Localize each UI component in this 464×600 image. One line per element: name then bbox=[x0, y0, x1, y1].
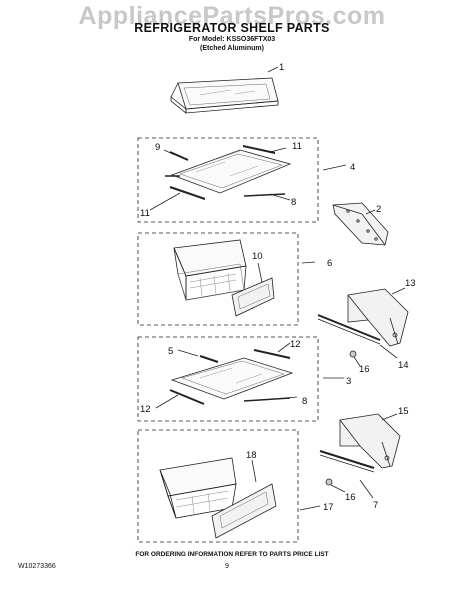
callout-15: 15 bbox=[398, 406, 409, 417]
callout-8b: 8 bbox=[302, 396, 307, 407]
callout-12b: 12 bbox=[140, 404, 151, 415]
ordering-note: FOR ORDERING INFORMATION REFER TO PARTS … bbox=[135, 551, 329, 558]
callout-7: 7 bbox=[373, 500, 378, 511]
leader-17 bbox=[299, 505, 321, 511]
watermark: AppliancePartsPros.com bbox=[78, 2, 386, 30]
model-line: For Model: KSSO36FTX03 bbox=[188, 36, 276, 43]
slide-part-15 bbox=[319, 413, 401, 473]
callout-18: 18 bbox=[246, 450, 257, 461]
callout-11a: 11 bbox=[292, 141, 302, 152]
screw-part-16b bbox=[325, 478, 346, 493]
callout-8a: 8 bbox=[291, 197, 296, 208]
page-number: 9 bbox=[225, 563, 229, 570]
leader-6 bbox=[301, 261, 316, 264]
slide-part-13 bbox=[317, 287, 409, 347]
shelf-part-4 bbox=[149, 145, 292, 211]
bracket-part-2 bbox=[332, 202, 389, 246]
document-number: W10273366 bbox=[18, 563, 56, 570]
assembly-3-box bbox=[137, 336, 319, 422]
callout-14: 14 bbox=[398, 360, 409, 371]
callout-10: 10 bbox=[252, 251, 263, 262]
finish-line: (Etched Aluminum) bbox=[200, 45, 264, 52]
screw-part-16a bbox=[349, 350, 361, 367]
shelf-part-3 bbox=[155, 342, 298, 409]
callout-17: 17 bbox=[323, 502, 334, 513]
callout-16a: 16 bbox=[359, 364, 370, 375]
callout-1: 1 bbox=[279, 62, 284, 73]
callout-11b: 11 bbox=[140, 208, 150, 219]
callout-6: 6 bbox=[327, 258, 332, 269]
callout-16b: 16 bbox=[345, 492, 356, 503]
assembly-4-box bbox=[137, 137, 319, 223]
callout-9: 9 bbox=[155, 142, 160, 153]
leader-7 bbox=[359, 479, 374, 499]
page-title: REFRIGERATOR SHELF PARTS bbox=[134, 21, 330, 35]
leader-14 bbox=[379, 344, 398, 359]
callout-12a: 12 bbox=[290, 339, 301, 350]
callout-4: 4 bbox=[350, 162, 355, 173]
callout-2: 2 bbox=[376, 204, 381, 215]
callout-13: 13 bbox=[405, 278, 416, 289]
shelf-part-1 bbox=[170, 66, 279, 114]
assembly-17-box bbox=[137, 429, 299, 543]
leader-4 bbox=[322, 164, 347, 171]
callout-5: 5 bbox=[168, 346, 173, 357]
callout-3: 3 bbox=[346, 376, 351, 387]
assembly-6-box bbox=[137, 232, 299, 326]
crisper-part-10 bbox=[173, 239, 275, 317]
crisper-part-18 bbox=[159, 457, 277, 539]
